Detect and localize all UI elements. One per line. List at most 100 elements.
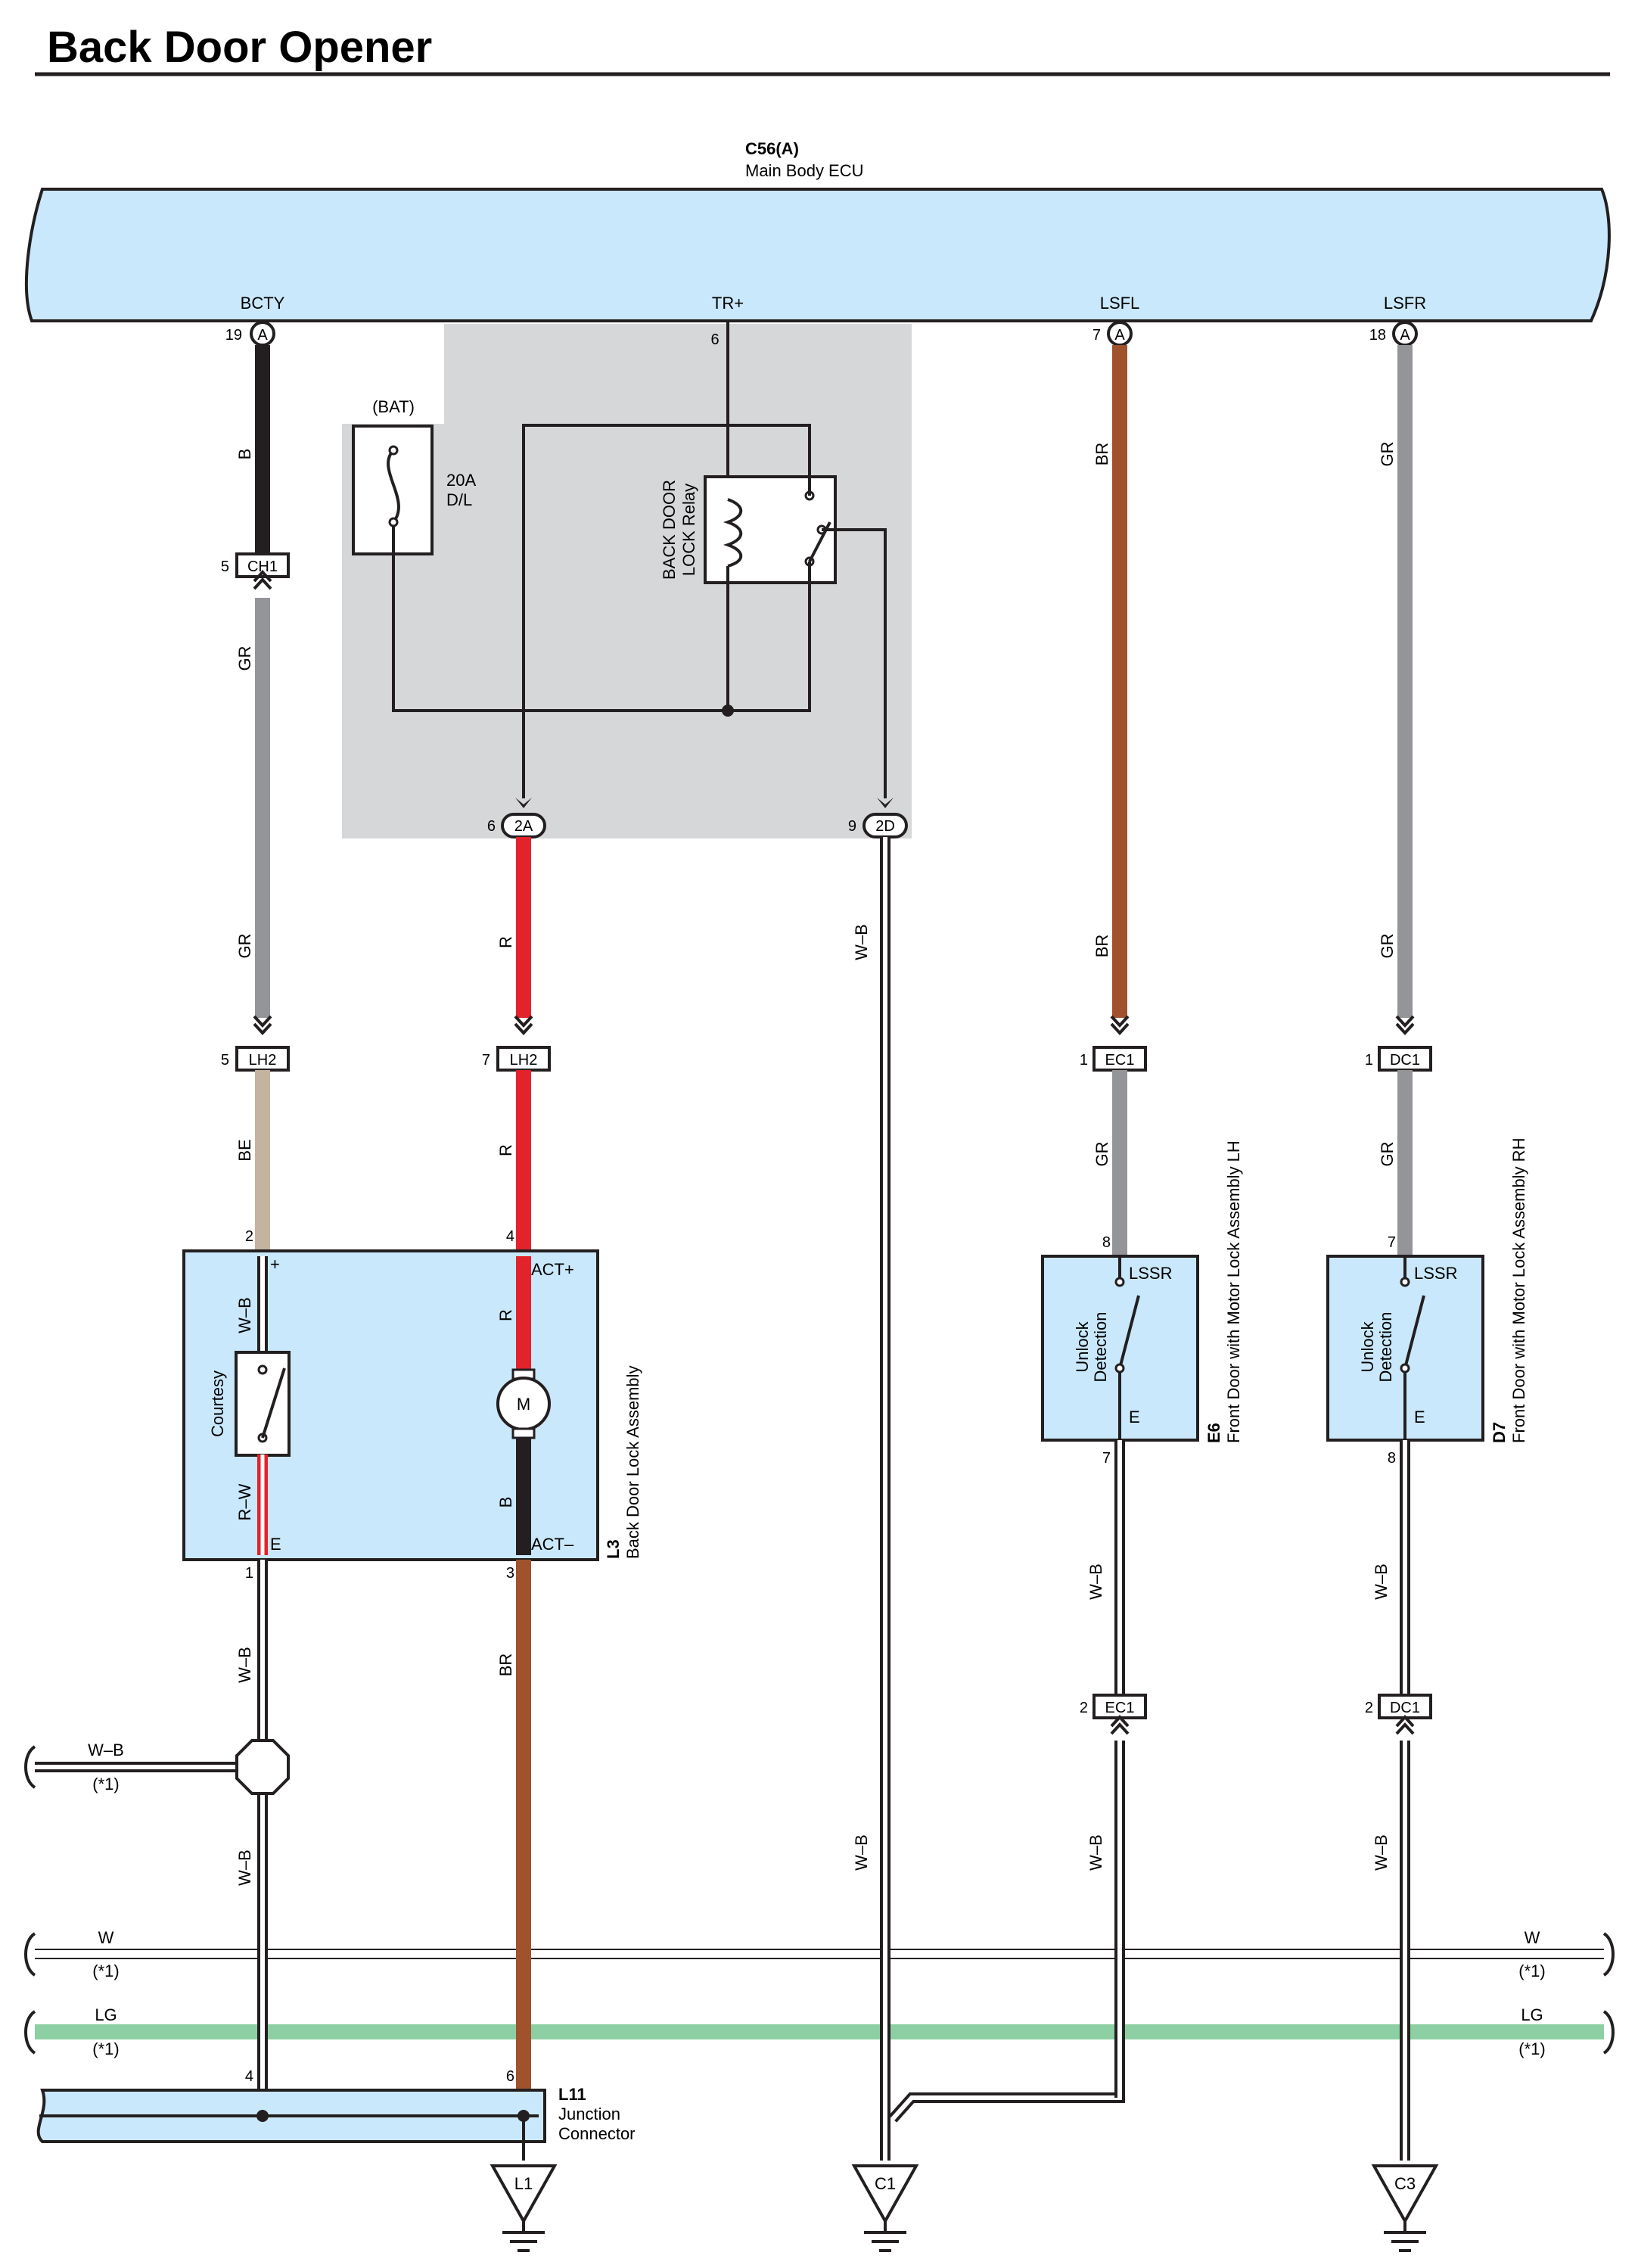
wire-color-wb-2d-1: W–B [852,924,871,960]
conn-dc1-top-box [1378,1046,1432,1072]
wire-color-r-3: R [496,1309,515,1321]
d7-name: Front Door with Motor Lock Assembly RH [1509,1138,1528,1443]
bus-w-label-left: W [98,1928,114,1947]
conn-ec1-bot-code: EC1 [1105,1700,1135,1716]
l3-code: L3 [604,1539,623,1559]
d7-term-bot: E [1414,1408,1425,1426]
courtesy-switch-contact [261,1367,286,1439]
e6-term-bot: E [1129,1408,1140,1426]
wire-color-rw: R–W [235,1483,254,1520]
l3-pin-act-plus: 4 [506,1228,514,1245]
ground-c3-label: C3 [1394,2174,1416,2193]
bus-lg-note-left: (*1) [92,2039,119,2058]
conn-ch1-pin: 5 [221,558,229,575]
l11-code: L11 [558,2085,586,2104]
d7-switch-contact [1403,1295,1425,1369]
conn-dc1-bot-box [1378,1694,1432,1719]
l3-term-act-plus: ACT+ [531,1260,574,1279]
conn-2d-code: 2D [875,818,895,835]
page-title: Back Door Opener [47,23,432,72]
terminal-lsfr-pin: 18 [1369,327,1386,344]
conn-dc1-bot-code: DC1 [1390,1700,1420,1716]
ground-c1: C1 [851,2164,919,2252]
conn-ec1-bot-pin: 2 [1080,1700,1088,1716]
terminal-tr-label: TR+ [712,294,744,313]
terminal-bcty-conn-letter: A [257,327,268,344]
l11-pin-left: 4 [245,2068,253,2085]
bus-w-note-left: (*1) [92,1962,119,1980]
wire-color-wb-2d-2: W–B [852,1834,871,1871]
fuse-rating: 20A [446,471,476,490]
l11-name-1: Junction [558,2105,620,2123]
ground-l1: L1 [490,2164,558,2252]
wire-color-wb-l3: W–B [235,1297,254,1333]
relay-label-2: LOCK Relay [679,484,698,576]
motor-label: M [517,1395,530,1414]
wire-color-br-2: BR [1093,935,1111,958]
l3-pin-plus: 2 [245,1228,253,1245]
l3-term-e: E [270,1535,281,1554]
l3-term-act-minus: ACT– [531,1535,574,1554]
d7-switch-label-1: Unlock [1358,1321,1377,1372]
side-wb-note: (*1) [92,1775,119,1794]
wire-color-wb-d7: W–B [1372,1563,1391,1600]
courtesy-label: Courtesy [208,1370,227,1437]
conn-ch1-code: CH1 [247,558,278,575]
e6-pin-top: 8 [1102,1234,1111,1251]
fuse-icon [387,449,400,524]
conn-lh2-a-code: LH2 [249,1052,277,1069]
ecu-code: C56(A) [745,139,799,158]
d7-pin-bot: 8 [1388,1450,1396,1467]
wire-color-br-1: BR [1093,443,1111,466]
ground-c1-label: C1 [875,2174,896,2193]
wire-relay-2a [522,424,811,798]
splice-octagon [235,1739,290,1795]
bus-lg-note-right: (*1) [1518,2039,1545,2058]
terminal-bcty-label: BCTY [241,294,285,313]
d7-pin-top: 7 [1388,1234,1396,1251]
side-wb-label: W–B [88,1741,124,1759]
e6-switch-label-1: Unlock [1073,1321,1092,1372]
bat-label: (BAT) [372,397,415,416]
wire-color-gr-4: GR [1378,442,1397,467]
conn-dc1-top-pin: 1 [1365,1052,1373,1069]
l3-pin-act-minus: 3 [506,1565,514,1582]
bus-lg-label-left: LG [95,2005,117,2024]
fuse-name: D/L [446,490,472,509]
terminal-tr-pin: 6 [710,331,719,348]
terminal-lsfr-conn-letter: A [1400,327,1410,344]
conn-2a-code: 2A [514,818,533,835]
e6-pin-bot: 7 [1102,1450,1111,1467]
e6-switch-label-2: Detection [1091,1312,1110,1383]
wire-color-wb-dc1: W–B [1372,1834,1391,1871]
wire-color-br-3: BR [496,1654,515,1677]
bus-lg-label-right: LG [1521,2005,1543,2024]
l11-dot-left [256,2110,269,2122]
wire-color-be: BE [235,1139,254,1161]
e6-switch-contact [1118,1295,1140,1369]
terminal-bcty-pin: 19 [225,327,242,344]
wire-color-b-2: B [496,1497,515,1508]
relay-label-1: BACK DOOR [660,480,679,580]
wire-color-wb-e6: W–B [1086,1563,1105,1600]
ground-l1-label: L1 [514,2174,533,2193]
conn-dc1-top-code: DC1 [1390,1052,1420,1069]
wire-color-gr-2: GR [235,934,254,959]
terminal-lsfl-pin: 7 [1093,327,1101,344]
bus-w-label-right: W [1525,1928,1540,1947]
e6-name: Front Door with Motor Lock Assembly LH [1224,1140,1243,1443]
wire-color-gr-6: GR [1378,1142,1397,1167]
terminal-lsfr-label: LSFR [1384,294,1426,313]
wire-color-wb-4: W–B [235,1850,254,1886]
wire-color-gr-1: GR [235,646,254,671]
conn-2d-pin: 9 [848,818,856,835]
l3-term-plus: + [270,1255,280,1274]
conn-dc1-bot-pin: 2 [1365,1700,1373,1716]
wire-ec1-c1-wb [888,1741,1125,2123]
conn-2a-pin: 6 [487,818,496,835]
e6-code: E6 [1204,1423,1223,1443]
conn-lh2-b-pin: 7 [482,1052,490,1069]
main-body-ecu [24,188,1611,322]
ecu-name: Main Body ECU [745,161,864,180]
